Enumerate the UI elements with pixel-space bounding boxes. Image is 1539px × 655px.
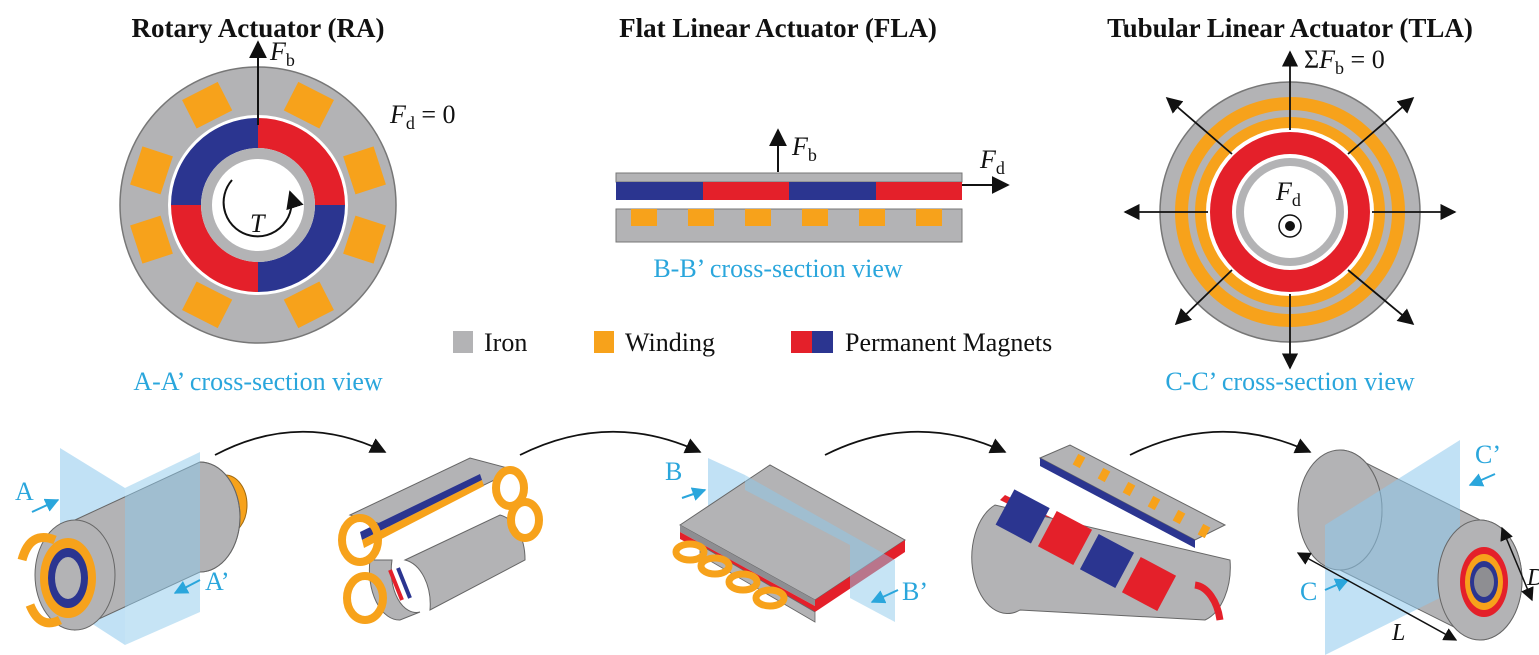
tla-fd-label: Fd: [1275, 177, 1301, 210]
fla-caption: B-B’ cross-section view: [653, 254, 903, 283]
rotary-3d-view: A A’: [15, 448, 248, 645]
transition-arrows: [214, 430, 1312, 456]
legend-magnet-red-swatch: [791, 331, 812, 353]
section-mark-b: B: [665, 457, 682, 486]
ra-caption: A-A’ cross-section view: [133, 367, 383, 396]
legend-magnet-blue-swatch: [812, 331, 833, 353]
length-label: L: [1391, 620, 1405, 646]
rotary-magnets: [171, 118, 345, 292]
torque-label: T: [250, 209, 266, 238]
legend-magnets-label: Permanent Magnets: [845, 328, 1052, 357]
title-flat-linear-actuator: Flat Linear Actuator (FLA): [619, 13, 937, 43]
legend-iron-swatch: [453, 331, 473, 353]
section-mark-c-prime: C’: [1475, 440, 1501, 469]
fla-fd-label: Fd: [979, 145, 1005, 178]
flat-windings: [631, 209, 942, 226]
ra-fd-label: Fd = 0: [389, 100, 456, 133]
tla-sum-fb-label: ΣFb = 0: [1304, 45, 1385, 78]
rotary-cross-section: T Fb Fd = 0: [119, 37, 456, 344]
section-mark-b-prime: B’: [902, 577, 928, 606]
diameter-label: D: [1526, 565, 1539, 591]
flat-cross-section: Fb Fd: [615, 128, 1010, 243]
fla-fb-label: Fb: [791, 132, 817, 165]
section-mark-a-prime: A’: [205, 567, 230, 596]
tubular-cross-section: Fd ΣFb = 0: [1123, 45, 1457, 370]
ra-fb-label: Fb: [269, 37, 295, 70]
section-mark-c: C: [1300, 577, 1317, 606]
tubular-3d-view: C’ C L D: [1296, 440, 1539, 655]
tla-radial-arrows: [1123, 50, 1457, 370]
rolling-windings: [1072, 453, 1211, 539]
legend: Iron Winding Permanent Magnets: [453, 328, 1052, 357]
rotary-windings: [130, 81, 386, 329]
legend-winding-swatch: [594, 331, 614, 353]
title-tubular-linear-actuator: Tubular Linear Actuator (TLA): [1107, 13, 1473, 43]
flat-3d-view: B B’: [665, 457, 928, 623]
unrolling-3d-view: [338, 457, 543, 624]
title-rotary-actuator: Rotary Actuator (RA): [132, 13, 385, 43]
tla-caption: C-C’ cross-section view: [1165, 367, 1415, 396]
legend-iron-label: Iron: [484, 328, 527, 357]
section-mark-a: A: [15, 477, 34, 506]
legend-winding-label: Winding: [625, 328, 715, 357]
rolling-3d-view: [971, 444, 1231, 621]
